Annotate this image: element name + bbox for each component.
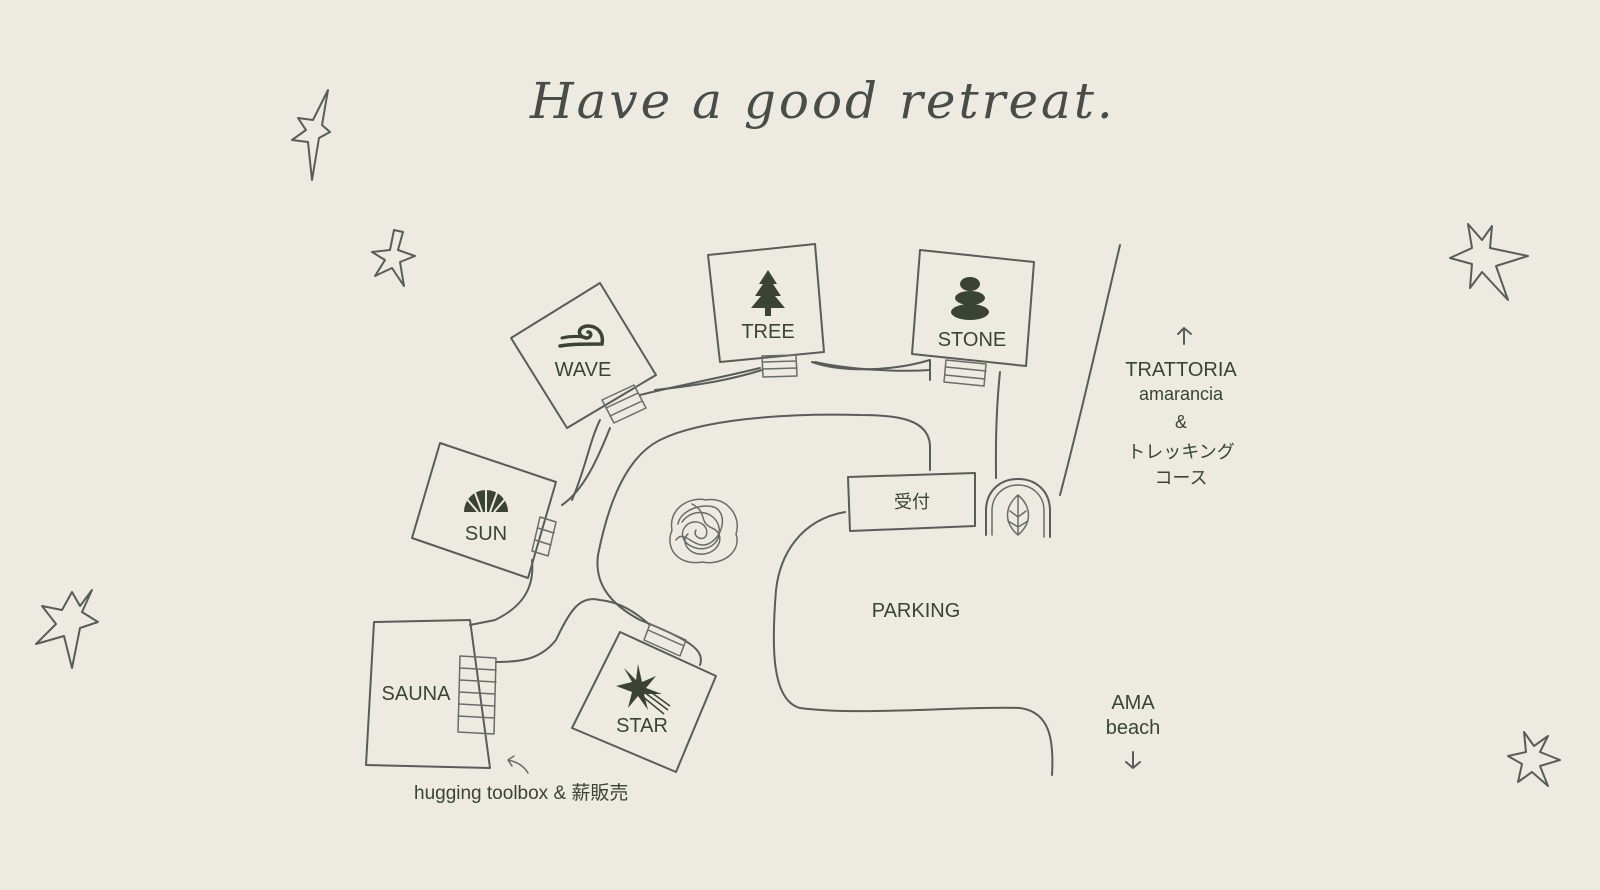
cabin-stone[interactable]: STONE [911, 249, 1035, 387]
tree-icon [751, 270, 785, 316]
sun-icon [464, 486, 508, 513]
beach-line2: beach [1106, 717, 1161, 739]
trattoria-line4: トレッキング [1127, 442, 1234, 462]
beach-direction[interactable]: AMA beach [1106, 692, 1161, 769]
cabin-wave-label: WAVE [555, 359, 612, 381]
cabin-sauna-label: SAUNA [382, 683, 452, 705]
sparkle-icon [371, 229, 416, 287]
cabin-star[interactable]: STAR [571, 623, 717, 773]
arrow-icon [507, 755, 529, 774]
reception-label: 受付 [894, 492, 930, 512]
cabin-sun-label: SUN [465, 523, 507, 545]
arch-gate-icon [985, 478, 1051, 538]
sparkle-icon [1449, 223, 1529, 301]
stone-icon [951, 277, 989, 320]
footpaths [469, 244, 1121, 776]
cabin-star-label: STAR [616, 715, 668, 737]
wave-icon [558, 324, 605, 348]
parking-label: PARKING [872, 600, 961, 622]
sparkle-icon [291, 89, 331, 181]
bush-icon [669, 498, 738, 564]
toolbox-label: hugging toolbox & 薪販売 [414, 782, 628, 804]
sparkle-icon [35, 589, 99, 669]
trattoria-line5: コース [1154, 468, 1207, 488]
cabin-wave[interactable]: WAVE [510, 282, 657, 429]
trattoria-line2: amarancia [1139, 384, 1224, 404]
cabin-tree[interactable]: TREE [707, 243, 825, 378]
star-icon [616, 664, 671, 715]
reception[interactable]: 受付 [847, 472, 976, 532]
toolbox-note: hugging toolbox & 薪販売 [414, 755, 628, 804]
trattoria-line1: TRATTORIA [1125, 359, 1237, 381]
map-title: Have a good retreat. [529, 72, 1116, 130]
trattoria-direction[interactable]: TRATTORIA amarancia & トレッキング コース [1125, 327, 1237, 488]
trattoria-line3: & [1175, 412, 1187, 432]
cabin-sauna[interactable]: SAUNA [365, 619, 497, 769]
cabin-stone-label: STONE [938, 329, 1007, 351]
arrow-up-icon [1177, 327, 1192, 345]
beach-line1: AMA [1111, 692, 1155, 714]
cabin-tree-label: TREE [741, 321, 794, 343]
cabin-sun[interactable]: SUN [411, 442, 557, 579]
sparkle-icon [1507, 731, 1561, 787]
arrow-down-icon [1125, 751, 1141, 769]
